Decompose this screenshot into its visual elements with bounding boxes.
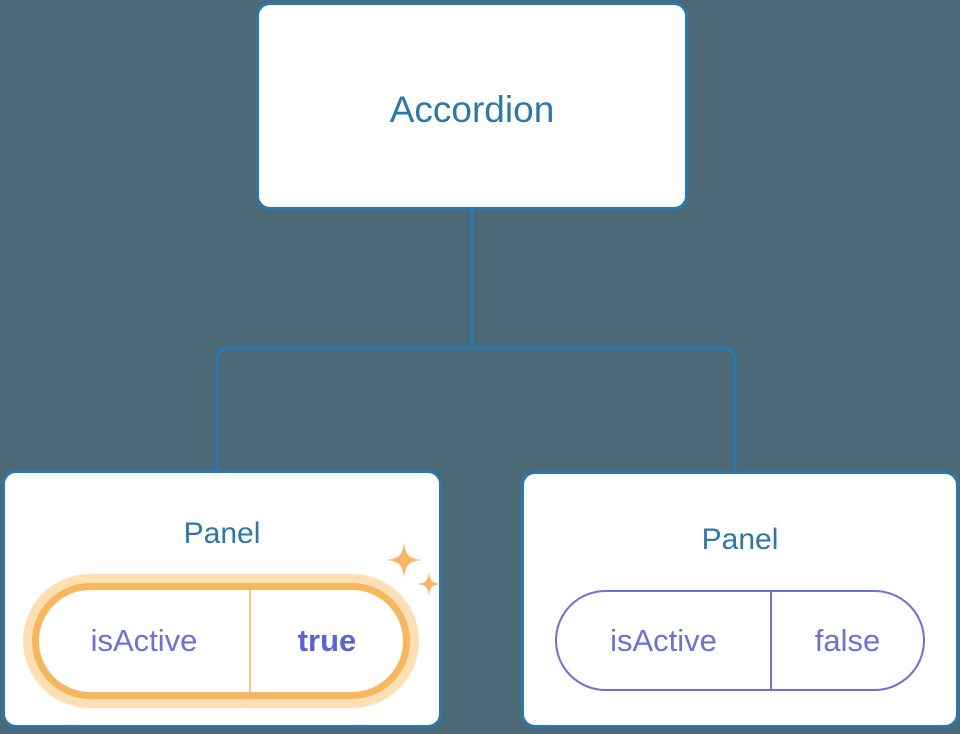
prop-value-true: true [297, 623, 357, 658]
prop-pill-isactive-true[interactable]: isActive true [32, 583, 410, 699]
node-panel-inactive-label: Panel [701, 523, 779, 556]
node-panel-active-label: Panel [183, 517, 261, 550]
prop-pill-isactive-false[interactable]: isActive false [555, 590, 925, 691]
prop-value-false: false [814, 622, 881, 658]
prop-key-isactive: isActive [39, 590, 251, 692]
node-accordion-label: Accordion [389, 89, 555, 130]
prop-key-isactive: isActive [557, 592, 772, 689]
connector-split-bar [215, 346, 737, 472]
node-accordion[interactable]: Accordion [256, 2, 688, 210]
